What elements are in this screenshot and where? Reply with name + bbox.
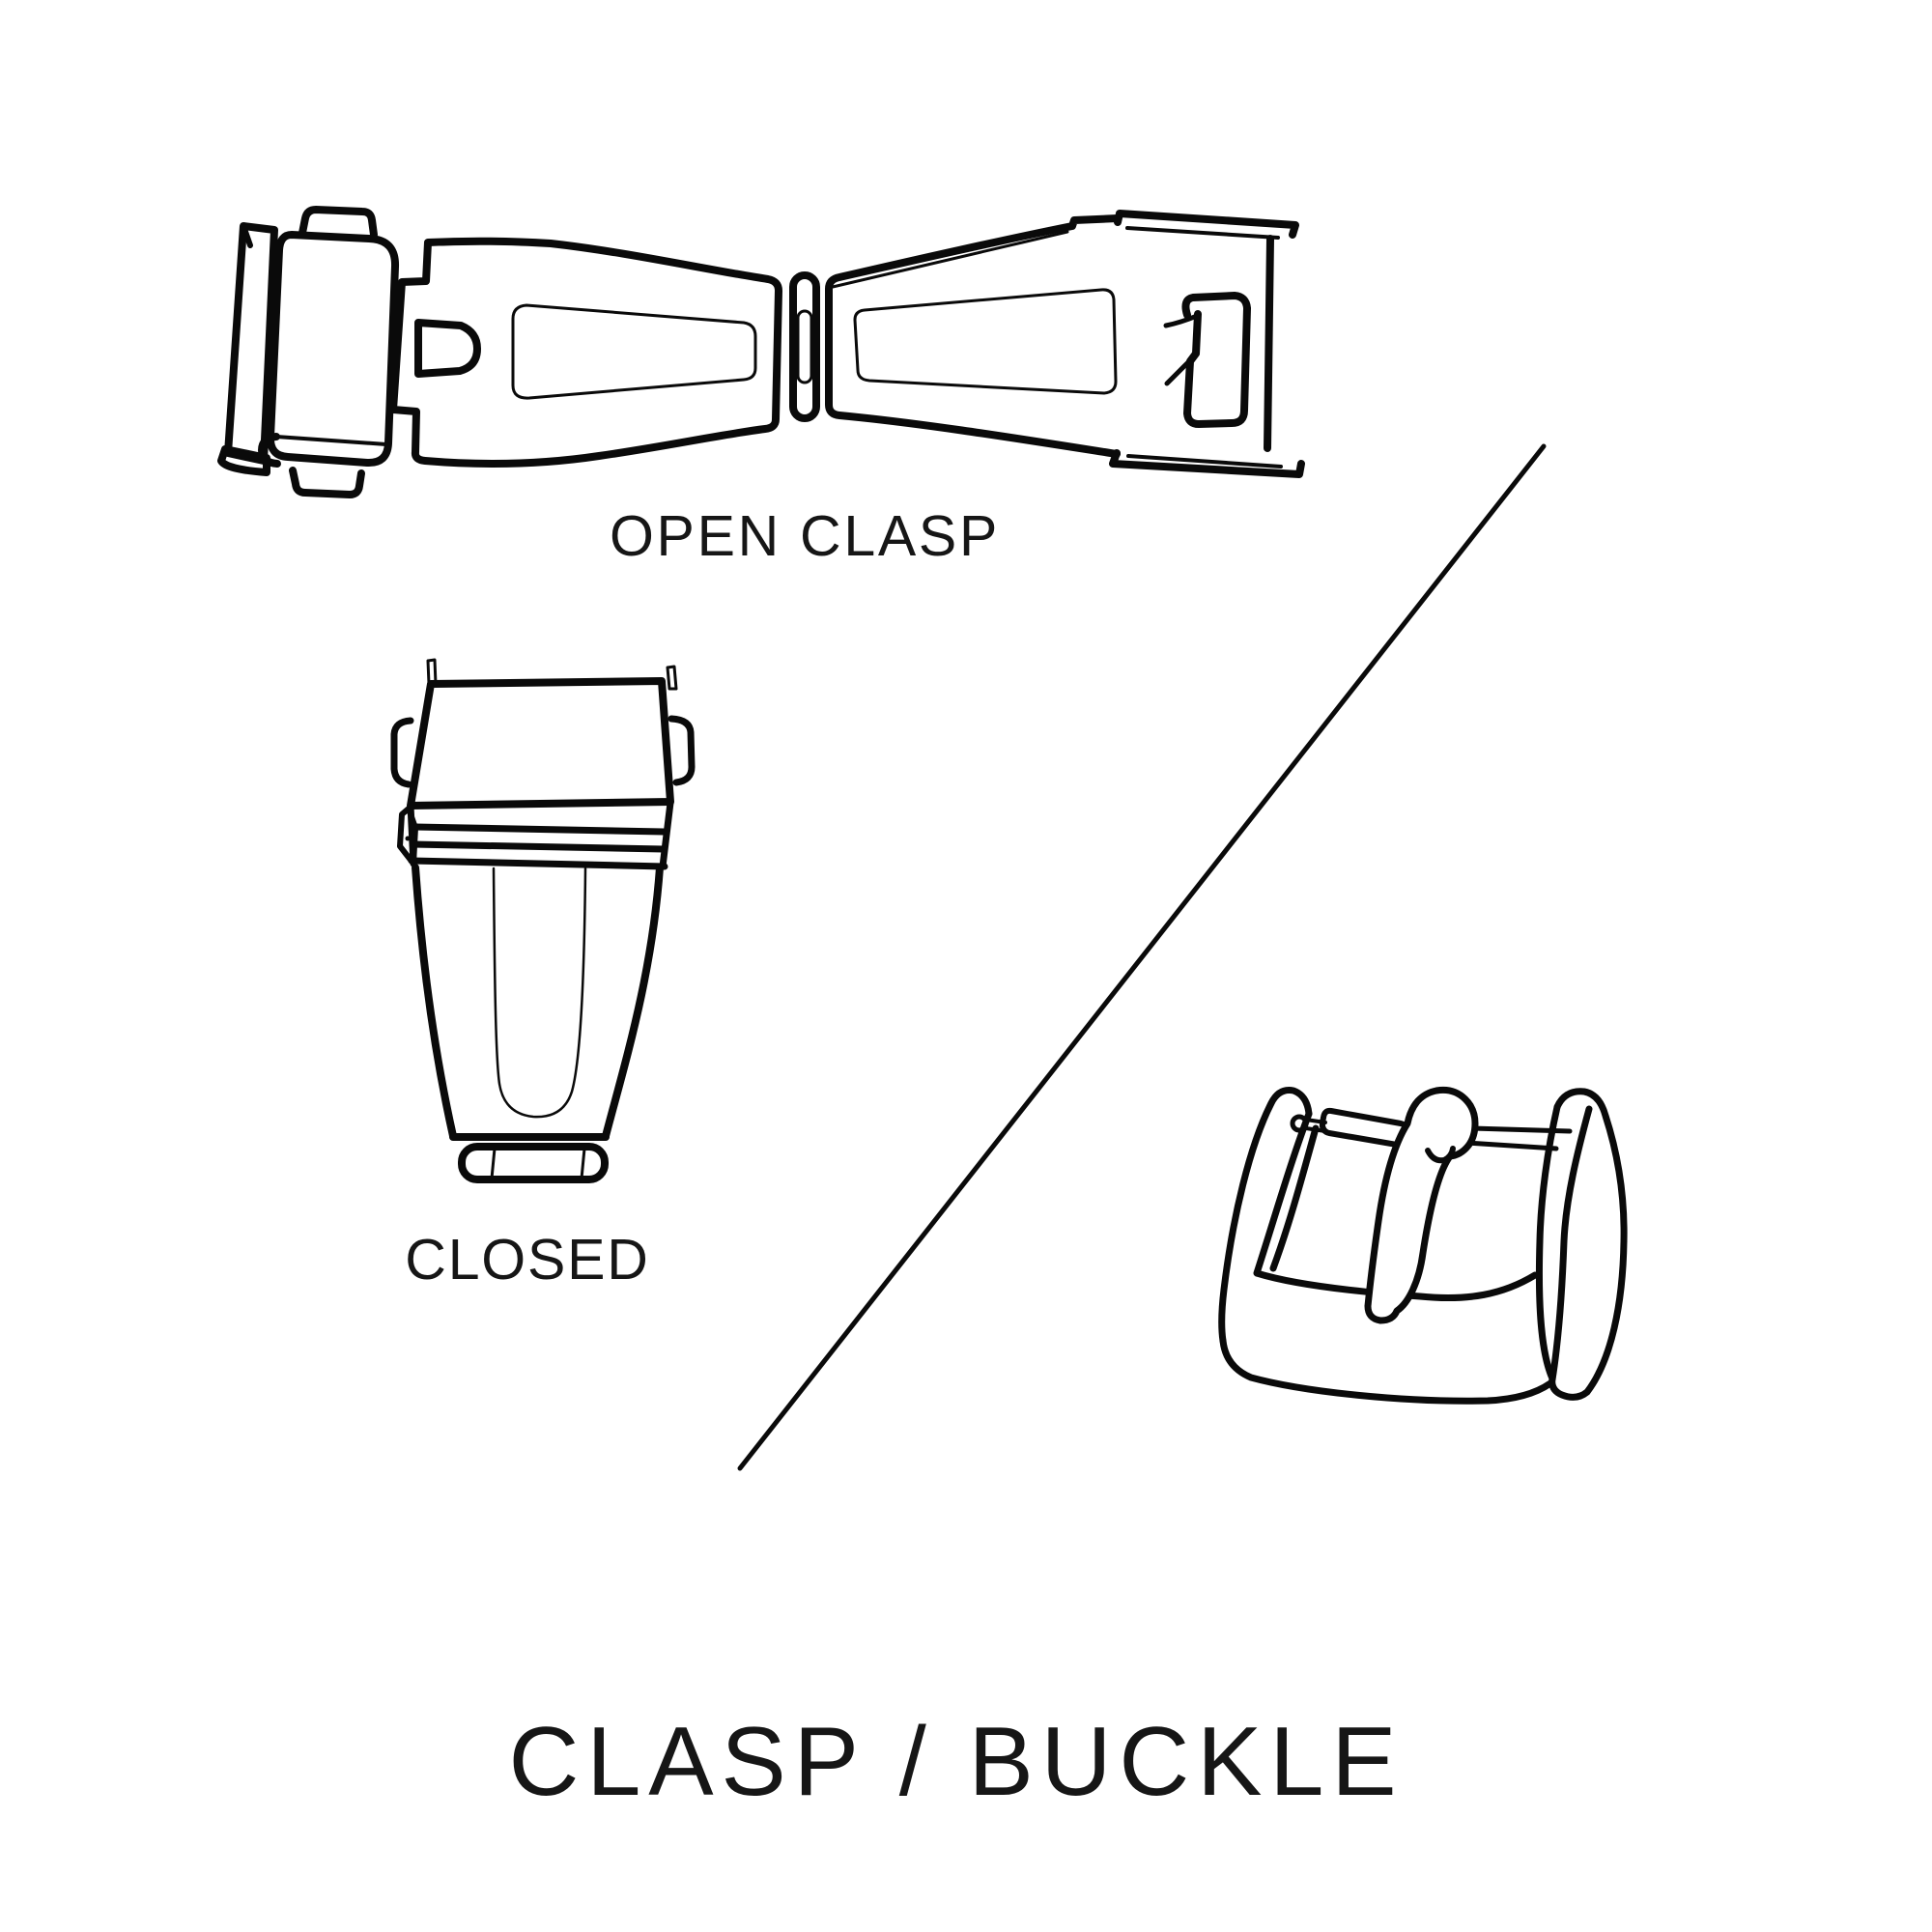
svg-text:CLOSED: CLOSED [405,1228,649,1292]
svg-text:CLASP / BUCKLE: CLASP / BUCKLE [509,1708,1405,1816]
svg-text:OPEN CLASP: OPEN CLASP [610,504,1000,568]
